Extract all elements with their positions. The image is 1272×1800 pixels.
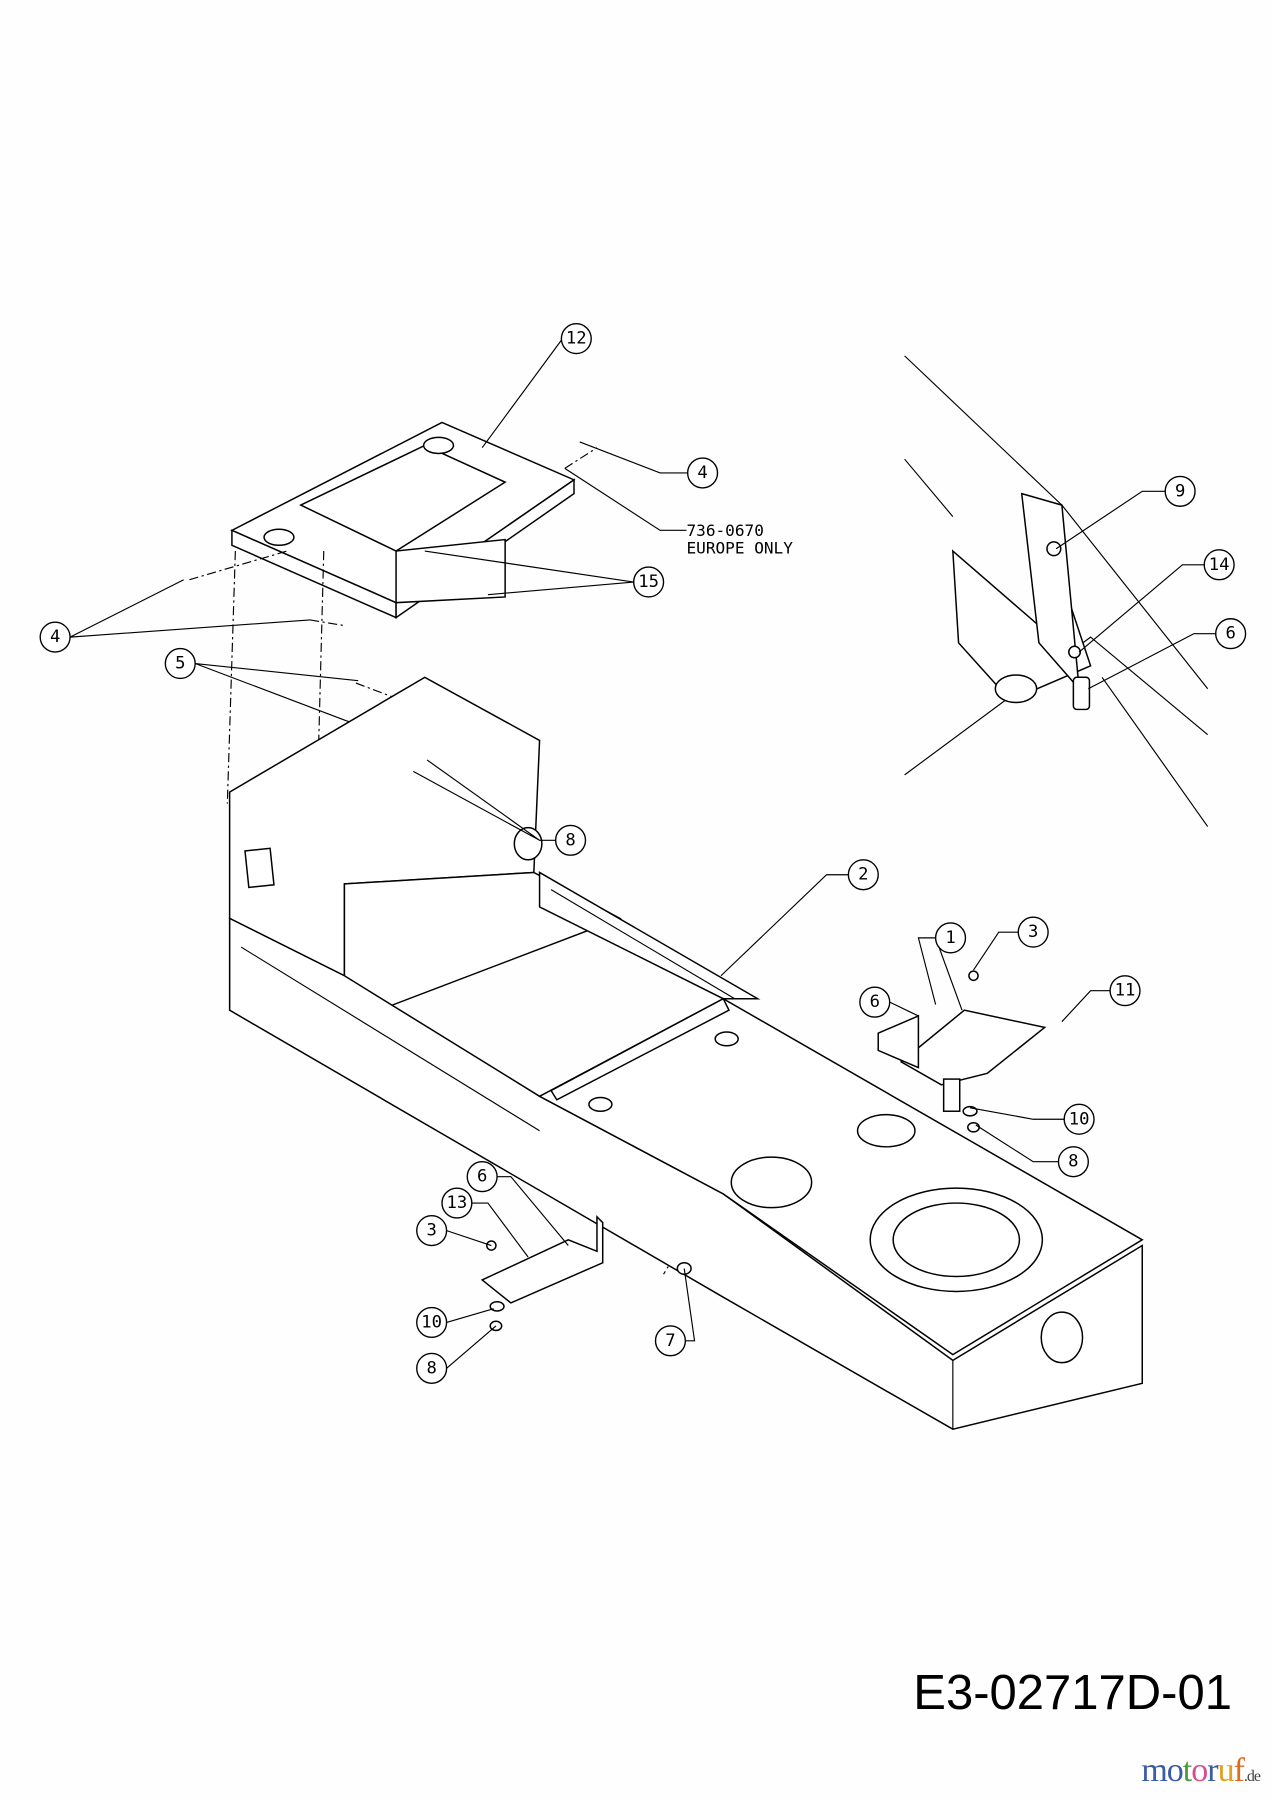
callout-4-top: 4 bbox=[686, 457, 719, 489]
svg-text:6: 6 bbox=[1225, 624, 1235, 644]
svg-text:8: 8 bbox=[565, 830, 575, 850]
callout-1: 1 bbox=[934, 922, 967, 954]
callout-8-right: 8 bbox=[1057, 1146, 1089, 1178]
svg-text:10: 10 bbox=[421, 1312, 442, 1332]
drawing-number: E3-02717D-01 bbox=[913, 1666, 1232, 1720]
callout-3-left: 3 bbox=[416, 1215, 448, 1247]
callout-12: 12 bbox=[560, 323, 592, 355]
callout-3-right: 3 bbox=[1017, 916, 1049, 948]
leader-lines bbox=[69, 338, 1216, 1369]
svg-text:8: 8 bbox=[426, 1358, 436, 1378]
svg-text:8: 8 bbox=[1068, 1152, 1078, 1172]
svg-text:2: 2 bbox=[858, 865, 868, 885]
svg-text:10: 10 bbox=[1069, 1109, 1090, 1129]
motoruf-watermark-logo: motoruf.de bbox=[1141, 1752, 1261, 1789]
callout-10-right: 10 bbox=[1063, 1103, 1095, 1135]
svg-text:1: 1 bbox=[945, 928, 955, 948]
bracket-right bbox=[877, 970, 1047, 1133]
callout-15: 15 bbox=[633, 566, 665, 598]
callout-8-upper: 8 bbox=[554, 824, 587, 856]
svg-text:9: 9 bbox=[1175, 481, 1185, 501]
callout-14: 14 bbox=[1203, 549, 1235, 581]
svg-text:3: 3 bbox=[426, 1221, 436, 1241]
svg-text:5: 5 bbox=[175, 654, 185, 674]
callout-6-right: 6 bbox=[859, 986, 891, 1018]
svg-text:6: 6 bbox=[477, 1167, 487, 1187]
main-frame bbox=[228, 871, 1144, 1431]
note-europe-only: EUROPE ONLY bbox=[687, 538, 794, 557]
svg-text:15: 15 bbox=[638, 572, 659, 592]
svg-text:3: 3 bbox=[1028, 922, 1038, 942]
callout-7: 7 bbox=[654, 1325, 687, 1357]
svg-text:7: 7 bbox=[665, 1331, 675, 1351]
inset-detail bbox=[904, 355, 1209, 827]
note-part-number: 736-0670 bbox=[687, 521, 764, 540]
callout-6-left: 6 bbox=[466, 1161, 498, 1193]
callout-9: 9 bbox=[1164, 475, 1196, 507]
svg-text:4: 4 bbox=[697, 463, 707, 483]
svg-text:11: 11 bbox=[1115, 981, 1136, 1001]
callout-8-left: 8 bbox=[416, 1352, 448, 1384]
svg-text:14: 14 bbox=[1209, 555, 1230, 575]
callout-2: 2 bbox=[847, 859, 879, 891]
svg-text:6: 6 bbox=[870, 992, 880, 1012]
svg-text:4: 4 bbox=[50, 627, 60, 647]
callout-13: 13 bbox=[441, 1187, 473, 1219]
seat-plate bbox=[230, 421, 576, 620]
callout-4-left: 4 bbox=[39, 621, 71, 653]
callout-5: 5 bbox=[164, 647, 196, 680]
callout-10-left: 10 bbox=[416, 1306, 448, 1339]
svg-text:12: 12 bbox=[566, 329, 587, 349]
callout-11: 11 bbox=[1109, 975, 1141, 1007]
callout-6-inset: 6 bbox=[1215, 618, 1247, 650]
svg-text:13: 13 bbox=[447, 1193, 468, 1213]
